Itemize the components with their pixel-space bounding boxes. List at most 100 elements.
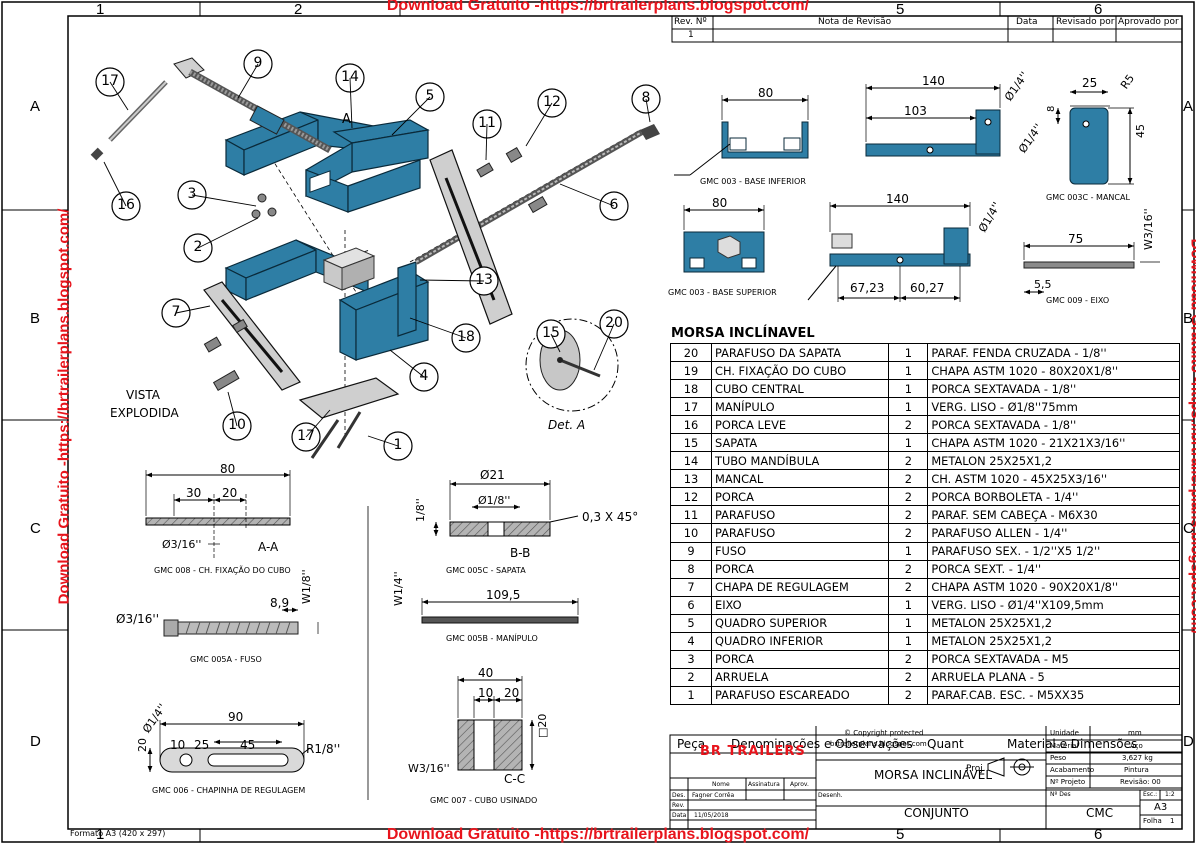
detail-base-superior	[683, 202, 971, 302]
zone-row-b-right: B	[1183, 310, 1194, 327]
bom-part-name: QUADRO INFERIOR	[710, 631, 890, 651]
format-note: Formato A3 (420 x 297)	[70, 829, 166, 838]
bom-part-number: 9	[670, 541, 712, 561]
bom-part-number: 14	[670, 451, 712, 471]
bom-part-qty: 1	[888, 595, 929, 615]
revision-table	[671, 15, 1183, 43]
bom-part-number: 15	[670, 433, 712, 453]
bom-header-part: Peça	[677, 737, 706, 751]
bom-part-name: CHAPA DE REGULAGEM	[710, 577, 890, 597]
dimension-label: C-C	[504, 772, 526, 786]
bom-part-material: METALON 25X25X1,2	[927, 451, 1180, 471]
dimension-label: W1/4''	[392, 571, 405, 606]
bom-part-name: PORCA	[710, 487, 890, 507]
bom-part-name: PORCA	[710, 559, 890, 579]
dimension-label: 8	[1046, 105, 1057, 112]
left-banner[interactable]: Download Gratuito -https://brtrailerplan…	[55, 208, 73, 605]
bom-part-number: 8	[670, 559, 712, 579]
bom-part-qty: 2	[888, 469, 929, 489]
bom-part-name: CUBO CENTRAL	[710, 379, 890, 399]
zone-row-d-right: D	[1183, 733, 1194, 750]
name-label: Nome	[712, 781, 730, 788]
bom-part-name: MANCAL	[710, 469, 890, 489]
callout-label: 20	[605, 315, 623, 331]
finish-label: Acabamento	[1050, 766, 1095, 774]
brand-logo: BR TRAILERS	[700, 744, 806, 759]
detail-caption-cubo: GMC 007 - CUBO USINADO	[430, 796, 538, 805]
bom-part-number: 3	[670, 649, 712, 669]
bom-part-name: ARRUELA	[710, 667, 890, 687]
bom-part-qty: 1	[888, 379, 929, 399]
bom-part-number: 16	[670, 415, 712, 435]
callout-label: 12	[543, 94, 561, 110]
callout-label: 6	[609, 197, 619, 213]
dimension-label: 10	[170, 738, 186, 752]
sheet-value: 1	[1170, 817, 1175, 825]
bom-part-number: 11	[670, 505, 712, 525]
bom-part-name: FUSO	[710, 541, 890, 561]
dimension-label: 25	[1082, 76, 1098, 90]
rev-row-no: 1	[688, 30, 694, 40]
callout-label: 14	[341, 69, 359, 85]
zone-bottom-col-6: 6	[1094, 826, 1103, 843]
bom-part-material: CHAPA ASTM 1020 - 90X20X1/8''	[927, 577, 1180, 597]
detail-label: Det. A	[548, 418, 586, 432]
bom-part-material: PARAF. SEM CABEÇA - M6X30	[927, 505, 1180, 525]
zone-row-c: C	[30, 520, 41, 537]
bom-header-material: Material e Dimensões	[1007, 737, 1138, 751]
dimension-label: Ø21	[480, 468, 505, 482]
bom-part-name: PARAFUSO	[710, 523, 890, 543]
detail-sapata	[433, 480, 579, 537]
bom-part-qty: 2	[888, 577, 929, 597]
top-banner[interactable]: Download Gratuito -https://brtrailerplan…	[386, 0, 810, 14]
dimension-label: 109,5	[486, 588, 521, 602]
bom-part-material: PARAF. FENDA CRUZADA - 1/8''	[927, 342, 1180, 363]
drawing-subtitle: CONJUNTO	[904, 806, 969, 820]
weight-label: Peso	[1050, 754, 1067, 762]
zone-col-5: 5	[896, 1, 905, 18]
zone-row-a-right: A	[1183, 98, 1194, 115]
right-banner[interactable]: Download Gratuito -https://brtrailerplan…	[1187, 238, 1196, 635]
exploded-view	[90, 49, 661, 461]
bom-part-number: 18	[670, 379, 712, 399]
dimension-label: 10	[478, 686, 494, 700]
bom-title: MORSA INCLÍNAVEL	[671, 326, 815, 341]
bom-part-material: PORCA SEXTAVADA - 1/8''	[927, 379, 1180, 399]
dimension-label: Ø1/8''	[478, 494, 511, 507]
dimension-label: 45	[1134, 124, 1147, 138]
bom-part-material: METALON 25X25X1,2	[927, 631, 1180, 651]
drawn-by: Fagner Corrêa	[692, 792, 735, 799]
detail-caption-base-superior: GMC 003 - BASE SUPERIOR	[668, 288, 777, 297]
bom-part-name: MANÍPULO	[710, 397, 890, 417]
revision-label: Revisão: 00	[1120, 778, 1161, 786]
callout-label: 1	[393, 437, 403, 453]
bom-part-number: 12	[670, 487, 712, 507]
weight-value: 3,627 kg	[1122, 754, 1153, 762]
detail-caption-manipulo: GMC 005B - MANÍPULO	[446, 634, 538, 643]
bom-header-qty: Quant	[927, 737, 964, 751]
callout-label: 17	[101, 73, 119, 89]
designed-label: Desenh.	[818, 792, 843, 799]
bom-part-qty: 1	[888, 361, 929, 381]
bom-part-number: 2	[670, 667, 712, 687]
copyright-1: © Copyright protected	[844, 729, 924, 737]
bom-part-material: PORCA SEXT. - 1/4''	[927, 559, 1180, 579]
bom-part-name: SAPATA	[710, 433, 890, 453]
detail-cubo	[457, 676, 535, 771]
detail-caption-mancal: GMC 003C - MANCAL	[1046, 193, 1130, 202]
bom-part-material: PARAF.CAB. ESC. - M5XX35	[927, 685, 1180, 705]
bom-part-number: 7	[670, 577, 712, 597]
bom-part-number: 4	[670, 631, 712, 651]
bom-part-name: CH. FIXAÇÃO DO CUBO	[710, 361, 890, 381]
bottom-banner[interactable]: Download Gratuito -https://brtrailerplan…	[386, 826, 810, 843]
